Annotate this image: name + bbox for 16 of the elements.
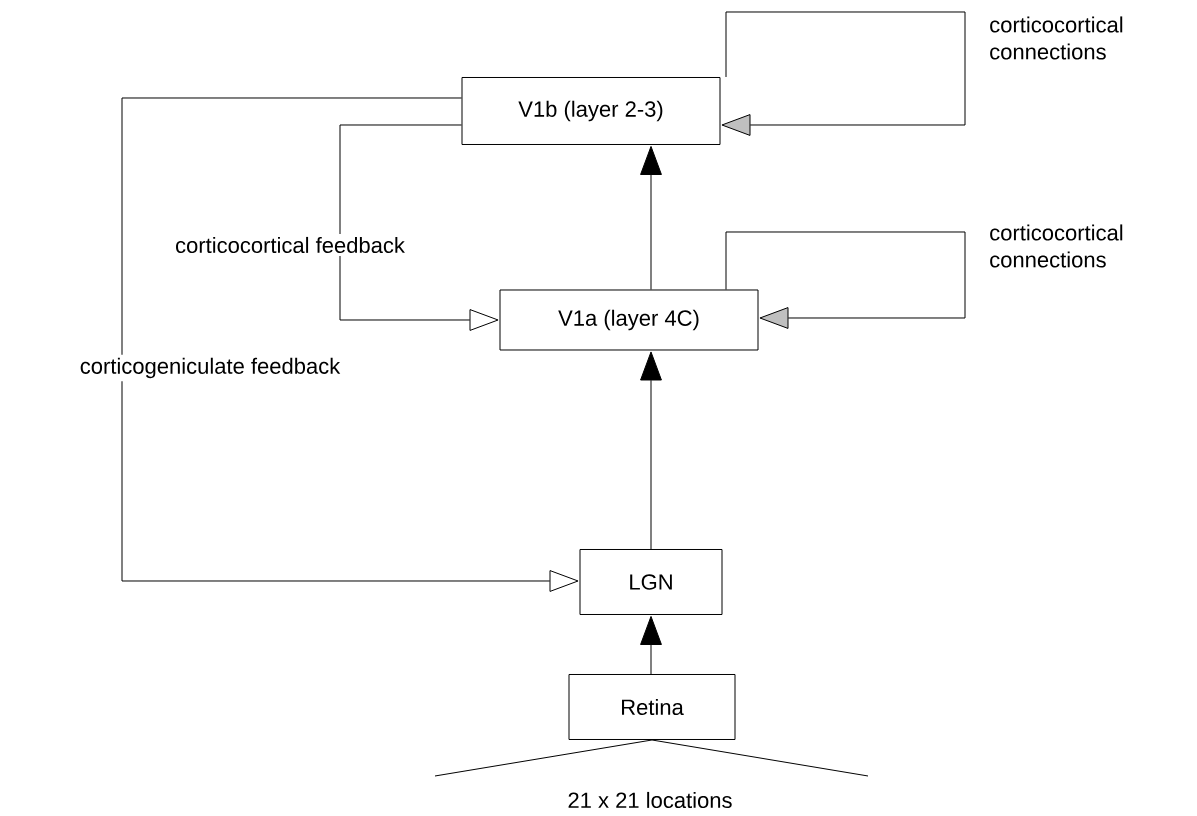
arrow bbox=[640, 351, 662, 550]
layer-box: V1b (layer 2-3) bbox=[461, 77, 721, 145]
layer-box: V1a (layer 4C) bbox=[499, 289, 759, 351]
edge-label: corticocortical connections bbox=[990, 224, 1123, 268]
edge-label: corticogeniculate feedback bbox=[80, 357, 341, 379]
caption-text: 21 x 21 locations bbox=[568, 791, 732, 809]
arrow bbox=[725, 231, 966, 329]
edge-label: corticocortical feedback bbox=[176, 236, 405, 254]
arrow bbox=[121, 97, 579, 592]
arrow bbox=[640, 615, 662, 675]
layer-box: Retina bbox=[568, 674, 736, 740]
arrow bbox=[721, 11, 966, 136]
arrow bbox=[640, 145, 662, 290]
arrow bbox=[339, 124, 499, 331]
edge-label: corticocortical connections bbox=[990, 16, 1123, 60]
layer-box: LGN bbox=[579, 549, 723, 615]
